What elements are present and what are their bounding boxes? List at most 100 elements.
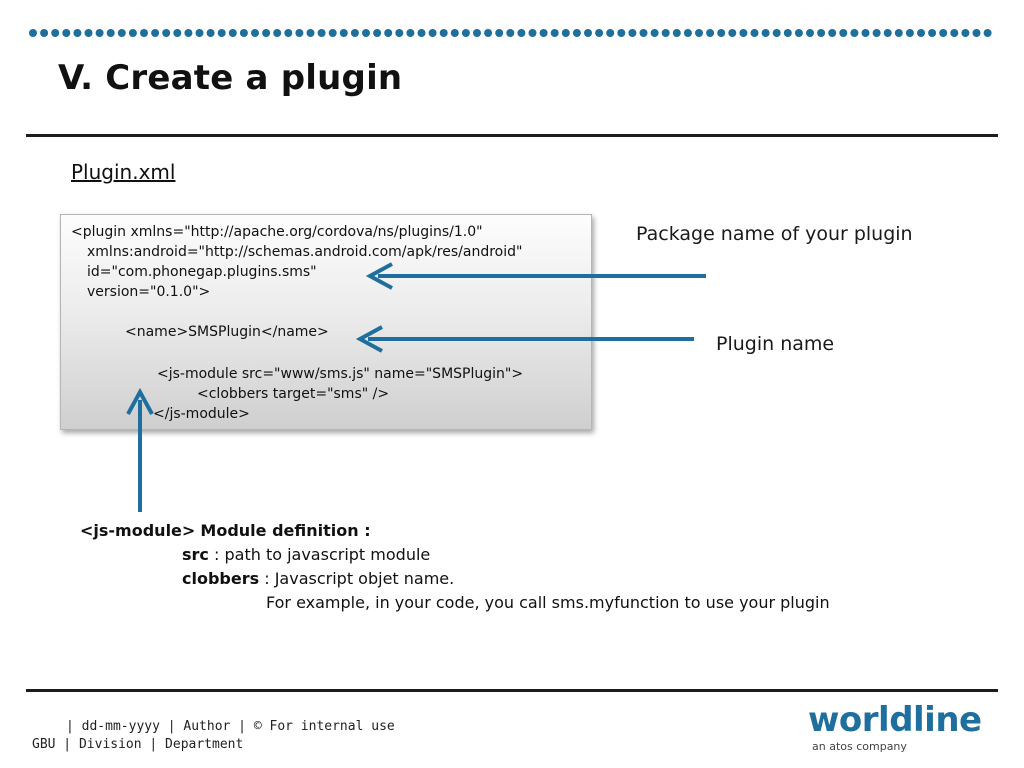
header-dot <box>950 29 959 37</box>
header-dot <box>51 29 60 37</box>
header-dot <box>639 29 648 37</box>
header-dot <box>739 29 748 37</box>
header-dot <box>306 29 315 37</box>
header-dot <box>228 29 237 37</box>
header-dot <box>772 29 781 37</box>
clobbers-description: : Javascript objet name. <box>264 569 455 588</box>
header-dot <box>983 29 992 37</box>
header-dot <box>106 29 115 37</box>
header-dot <box>695 29 703 37</box>
code-line: xmlns:android="http://schemas.android.co… <box>87 244 523 260</box>
header-dot <box>417 29 426 37</box>
code-line: <name>SMSPlugin</name> <box>125 324 329 340</box>
header-dot <box>794 29 803 37</box>
header-dot <box>395 29 404 37</box>
section-subtitle: Plugin.xml <box>71 160 176 184</box>
header-dot <box>606 29 615 37</box>
header-dot <box>362 29 370 37</box>
header-dot <box>706 29 715 37</box>
header-dot <box>262 29 271 37</box>
header-dot <box>917 29 925 37</box>
header-dot <box>717 29 726 37</box>
header-dot <box>584 29 592 37</box>
code-line: <clobbers target="sms" /> <box>197 386 390 402</box>
header-dot <box>84 29 93 37</box>
header-dot <box>939 29 948 37</box>
header-dot <box>450 29 459 37</box>
header-dot <box>783 29 792 37</box>
header-dot <box>217 29 226 37</box>
header-dot <box>850 29 859 37</box>
header-dot <box>617 29 626 37</box>
header-dot <box>561 29 570 37</box>
src-description: : path to javascript module <box>214 545 431 564</box>
code-line: <plugin xmlns="http://apache.org/cordova… <box>71 224 483 240</box>
header-dot <box>328 29 337 37</box>
header-dot <box>184 29 193 37</box>
header-dot <box>29 29 37 37</box>
header-dot <box>117 29 126 37</box>
header-dot <box>628 29 637 37</box>
logo-wordmark: worldline <box>808 700 982 740</box>
header-dot <box>461 29 470 37</box>
js-module-tag: <js-module> <box>80 521 196 540</box>
header-dot <box>140 29 148 37</box>
header-dot <box>572 29 581 37</box>
logo-tagline: an atos company <box>812 740 907 753</box>
header-dot <box>206 29 215 37</box>
header-dot <box>373 29 382 37</box>
top-divider <box>26 134 998 137</box>
header-dot <box>384 29 393 37</box>
header-dot <box>284 29 293 37</box>
slide-title: V. Create a plugin <box>58 58 403 98</box>
code-line: id="com.phonegap.plugins.sms" <box>87 264 317 280</box>
header-dot <box>883 29 892 37</box>
header-dot <box>239 29 248 37</box>
plugin-name-annotation: Plugin name <box>716 333 835 355</box>
package-name-annotation: Package name of your plugin <box>636 223 913 245</box>
header-dot <box>339 29 348 37</box>
src-definition: src : path to javascript module <box>182 545 430 565</box>
header-dot <box>817 29 826 37</box>
header-dot <box>595 29 604 37</box>
header-dot <box>872 29 881 37</box>
dotted-header-band <box>29 29 992 37</box>
code-box: <plugin xmlns="http://apache.org/cordova… <box>60 214 592 430</box>
header-dot <box>517 29 526 37</box>
header-dot <box>195 29 204 37</box>
header-dot <box>861 29 870 37</box>
header-dot <box>428 29 437 37</box>
code-line: </js-module> <box>153 406 250 422</box>
header-dot <box>251 29 259 37</box>
header-dot <box>350 29 359 37</box>
header-dot <box>905 29 914 37</box>
header-dot <box>273 29 282 37</box>
header-dot <box>972 29 981 37</box>
header-dot <box>828 29 837 37</box>
header-dot <box>40 29 49 37</box>
header-dot <box>528 29 537 37</box>
header-dot <box>473 29 481 37</box>
header-dot <box>162 29 171 37</box>
header-dot <box>506 29 515 37</box>
bottom-divider <box>26 689 998 692</box>
worldline-logo: worldline an atos company <box>808 700 998 758</box>
header-dot <box>550 29 559 37</box>
header-dot <box>750 29 759 37</box>
header-dot <box>128 29 137 37</box>
header-dot <box>295 29 304 37</box>
header-dot <box>151 29 160 37</box>
header-dot <box>73 29 82 37</box>
header-dot <box>62 29 71 37</box>
header-dot <box>806 29 814 37</box>
header-dot <box>928 29 937 37</box>
header-dot <box>961 29 970 37</box>
src-term: src <box>182 545 209 564</box>
usage-example: For example, in your code, you call sms.… <box>266 593 830 612</box>
module-definition-heading: <js-module> Module definition : <box>80 521 371 541</box>
header-dot <box>894 29 903 37</box>
header-dot <box>317 29 326 37</box>
header-dot <box>95 29 104 37</box>
footer-meta-line: | dd-mm-yyyy | Author | © For internal u… <box>66 719 395 734</box>
clobbers-term: clobbers <box>182 569 260 588</box>
